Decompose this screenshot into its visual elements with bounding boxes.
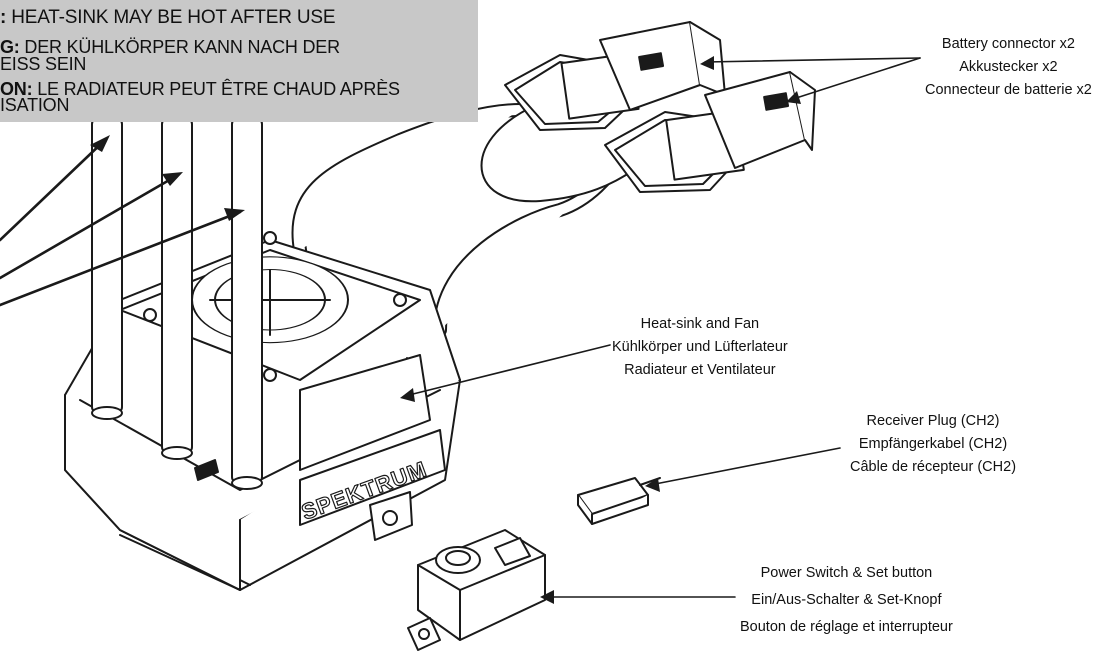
heatsink-label-fr: Radiateur et Ventilateur — [624, 362, 776, 378]
battery-connector-2 — [604, 71, 816, 193]
motor-wires — [91, 117, 263, 490]
battery-label-fr: Connecteur de batterie x2 — [925, 82, 1092, 98]
warning-line-fr-2: ISATION — [0, 95, 70, 115]
heat-warning-panel: : HEAT-SINK MAY BE HOT AFTER USE G: DER … — [0, 0, 478, 122]
receiver-plug-drawing — [577, 477, 661, 525]
leader-lines — [404, 57, 921, 598]
battery-label-en: Battery connector x2 — [941, 36, 1075, 52]
warning-line-en: : HEAT-SINK MAY BE HOT AFTER USE — [0, 7, 336, 28]
power-switch-label: Power Switch & Set button Ein/Aus-Schalt… — [740, 560, 953, 641]
warning-line-de: G: DER KÜHLKÖRPER KANN NACH DER — [0, 37, 340, 57]
power-label-fr: Bouton de réglage et interrupteur — [740, 619, 953, 635]
warning-line-fr: ON: LE RADIATEUR PEUT ÊTRE CHAUD APRÈS — [0, 79, 400, 99]
battery-connector-label: Battery connector x2 Akkustecker x2 Conn… — [925, 33, 1092, 102]
power-label-de: Ein/Aus-Schalter & Set-Knopf — [751, 592, 942, 608]
receiver-label-de: Empfängerkabel (CH2) — [858, 436, 1008, 452]
battery-connector-1 — [504, 21, 726, 131]
arrow-heads — [90, 56, 801, 604]
warning-line-de-2: EISS SEIN — [0, 54, 87, 74]
power-switch-drawing — [407, 529, 546, 651]
receiver-label-fr: Câble de récepteur (CH2) — [850, 459, 1017, 475]
heatsink-fan-label: Heat-sink and Fan Kühlkörper und Lüfterl… — [612, 313, 788, 382]
receiver-label-en: Receiver Plug (CH2) — [866, 413, 1000, 429]
warning-arrows — [0, 138, 242, 307]
power-label-en: Power Switch & Set button — [760, 565, 933, 581]
battery-wires — [291, 103, 647, 337]
receiver-plug-label: Receiver Plug (CH2) Empfängerkabel (CH2)… — [850, 410, 1016, 479]
heatsink-label-en: Heat-sink and Fan — [640, 316, 760, 332]
battery-label-de: Akkustecker x2 — [959, 59, 1058, 75]
heatsink-label-de: Kühlkörper und Lüfterlateur — [612, 339, 788, 355]
